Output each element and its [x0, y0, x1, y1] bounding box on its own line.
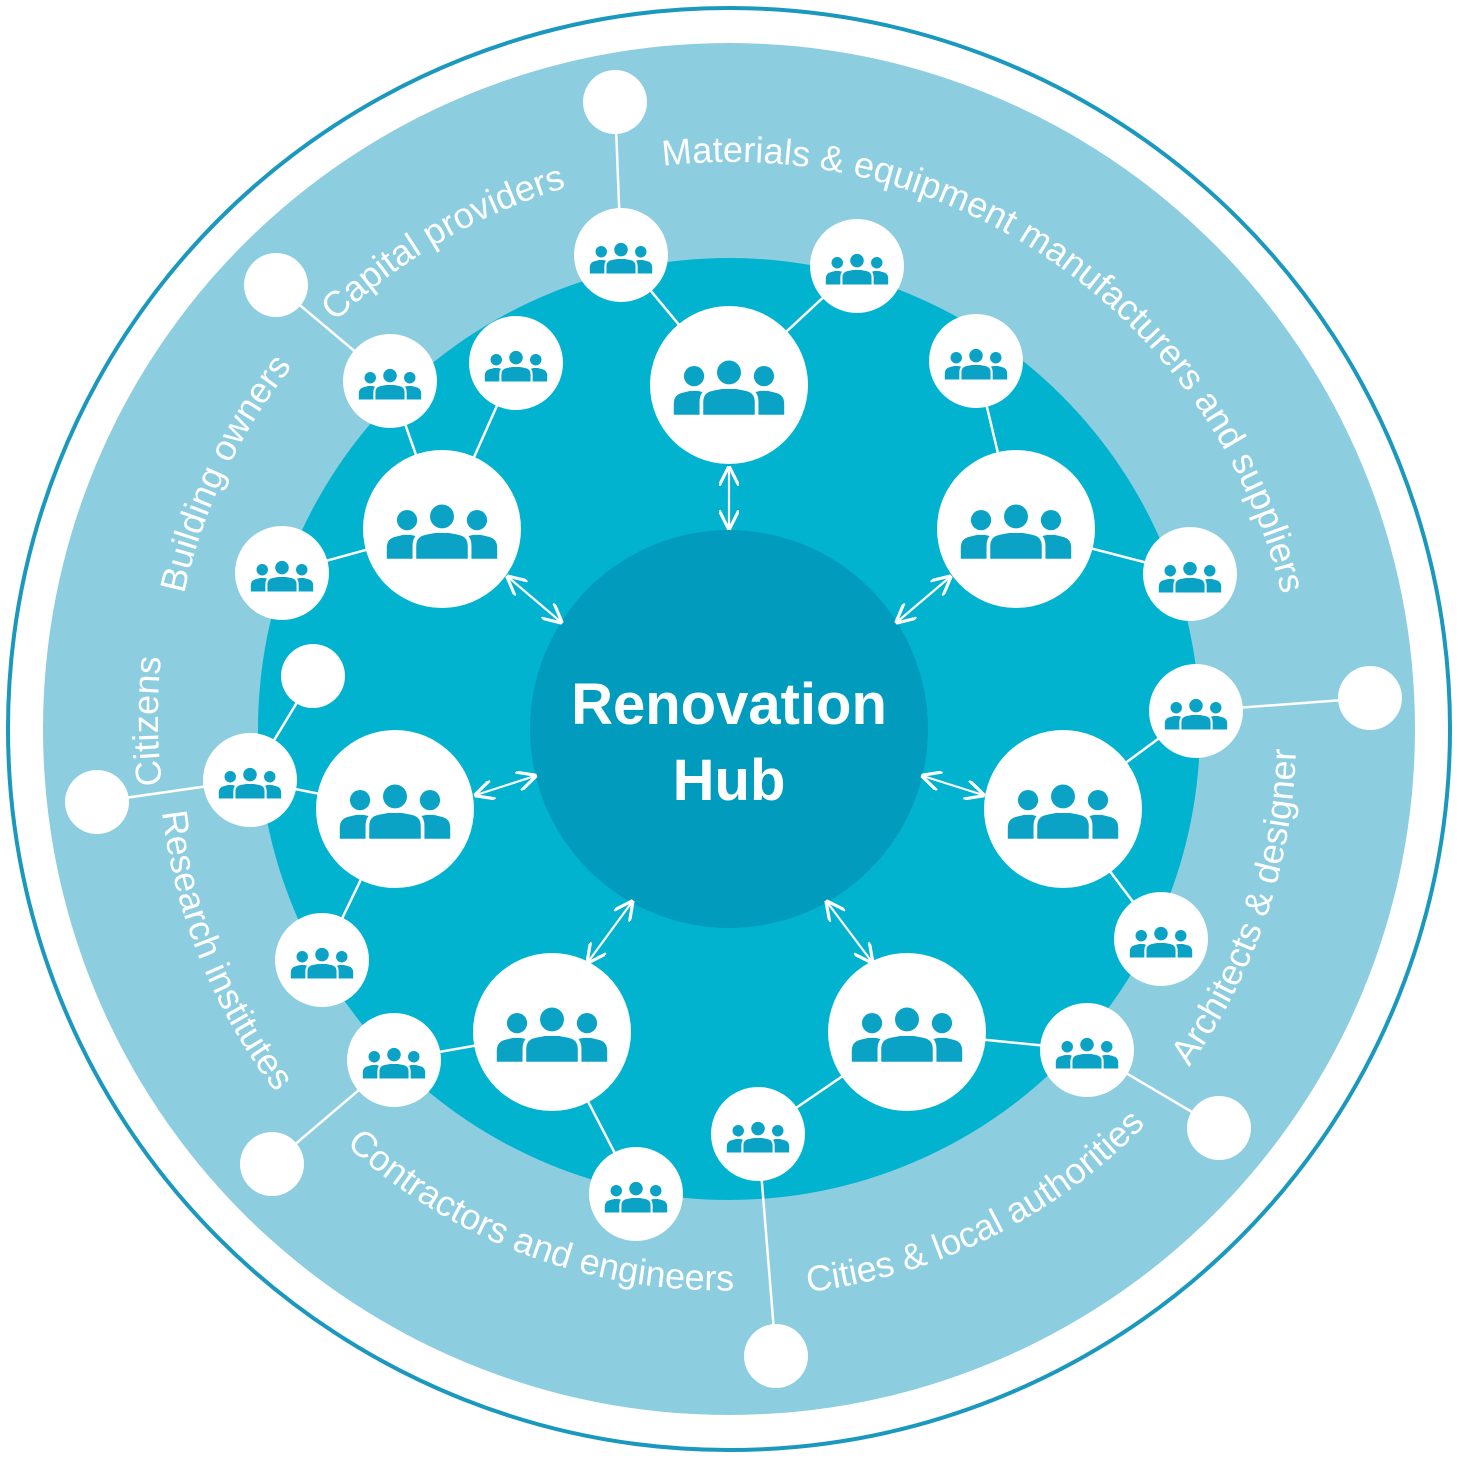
member-node — [1149, 664, 1243, 758]
double-arrow-icon — [508, 577, 561, 622]
outer-endpoint-node — [744, 1324, 808, 1388]
double-arrow-icon — [923, 776, 983, 795]
member-node — [203, 733, 297, 827]
hub-circle — [530, 530, 928, 928]
outer-endpoint-node — [1338, 666, 1402, 730]
double-arrow-icon — [476, 776, 535, 795]
member-node — [1114, 892, 1208, 986]
double-arrow-icon — [827, 902, 872, 962]
hub-title-line1: Renovation — [571, 672, 887, 737]
stakeholder-group-node — [650, 306, 808, 464]
member-node — [469, 316, 563, 410]
member-node — [929, 314, 1023, 408]
outer-endpoint-node — [65, 770, 129, 834]
outer-endpoint-node-circle — [583, 70, 647, 134]
member-node — [347, 1013, 441, 1107]
member-node — [589, 1147, 683, 1241]
stakeholder-group-node — [984, 730, 1142, 888]
stakeholder-group-node — [937, 450, 1095, 608]
hub-arrows — [476, 468, 983, 962]
member-node — [810, 219, 904, 313]
outer-endpoint-node — [240, 1132, 304, 1196]
outer-endpoint-node-circle — [281, 644, 345, 708]
stakeholder-group-node — [363, 450, 521, 608]
member-node — [1040, 1003, 1134, 1097]
label-citizens: Citizens — [125, 654, 170, 788]
member-node — [235, 526, 329, 620]
double-arrow-icon — [588, 902, 632, 962]
double-arrow-icon — [897, 577, 950, 622]
stakeholder-nodes — [65, 70, 1402, 1388]
outer-endpoint-node-circle — [240, 1132, 304, 1196]
member-node — [1143, 527, 1237, 621]
stakeholder-group-node — [473, 953, 631, 1111]
member-node — [343, 334, 437, 428]
outer-endpoint-node — [583, 70, 647, 134]
member-node — [275, 913, 369, 1007]
outer-endpoint-node — [281, 644, 345, 708]
outer-endpoint-node-circle — [744, 1324, 808, 1388]
outer-endpoint-node-circle — [244, 253, 308, 317]
outer-endpoint-node-circle — [1187, 1096, 1251, 1160]
hub-title-line2: Hub — [673, 748, 786, 813]
outer-endpoint-node — [1187, 1096, 1251, 1160]
stakeholder-group-node — [828, 953, 986, 1111]
outer-endpoint-node — [244, 253, 308, 317]
member-node — [574, 208, 668, 302]
stakeholder-group-node — [316, 730, 474, 888]
outer-endpoint-node-circle — [65, 770, 129, 834]
outer-endpoint-node-circle — [1338, 666, 1402, 730]
member-node — [711, 1087, 805, 1181]
